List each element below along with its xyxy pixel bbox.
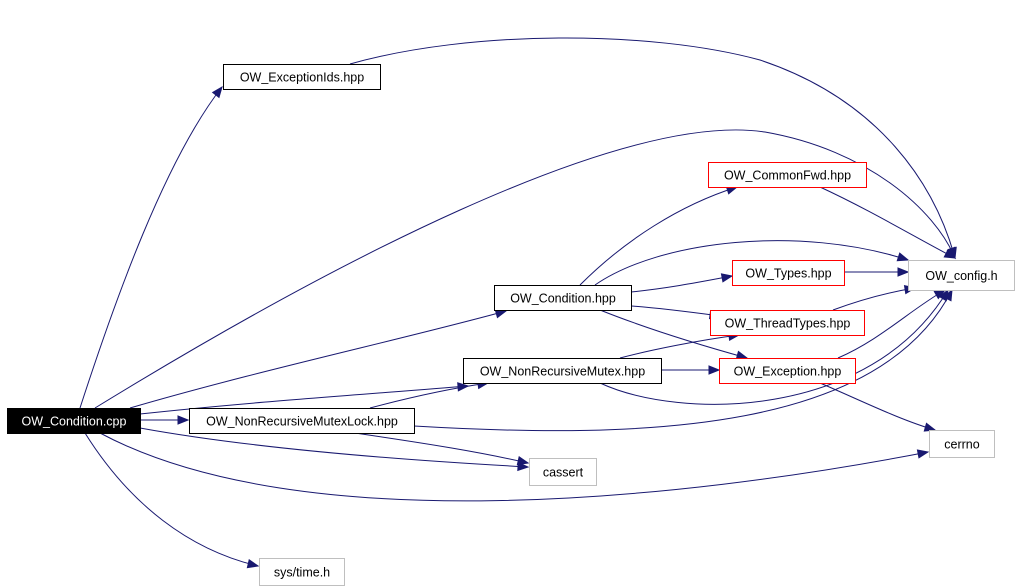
node-label: OW_Condition.cpp — [22, 415, 127, 429]
node-label: cerrno — [944, 438, 979, 452]
node-label: OW_ThreadTypes.hpp — [725, 317, 851, 331]
edge-line — [630, 275, 733, 293]
edge-line — [349, 37, 956, 259]
edge-line — [594, 240, 909, 286]
node-label: OW_Condition.hpp — [510, 292, 616, 306]
node-box — [529, 458, 597, 486]
edge-nrmlock-to-nrmutex — [369, 379, 490, 409]
node-box — [719, 358, 856, 384]
edges-layer — [79, 37, 957, 569]
node-box — [708, 162, 867, 188]
edge-line — [579, 186, 738, 286]
edge-nrmutex-to-exception — [660, 365, 721, 375]
edge-line — [79, 86, 223, 409]
edge-cond-to-exception — [599, 309, 749, 360]
arrowhead-icon — [720, 273, 734, 283]
node-box — [929, 430, 995, 458]
node-box — [908, 260, 1015, 291]
edge-exids-to-config — [349, 37, 957, 260]
arrowhead-icon — [708, 365, 721, 375]
edge-line — [832, 287, 916, 311]
node-box — [7, 408, 141, 434]
arrowhead-icon — [943, 248, 957, 259]
edge-root-to-nrmlock — [139, 415, 190, 425]
edge-line — [837, 289, 946, 359]
edge-line — [99, 432, 929, 502]
node-label: OW_Exception.hpp — [734, 365, 842, 379]
node-label: OW_CommonFwd.hpp — [724, 169, 851, 183]
edge-root-to-cerrno — [99, 432, 930, 502]
node-exids[interactable]: OW_ExceptionIds.hpp — [223, 64, 381, 90]
node-nrmlock[interactable]: OW_NonRecursiveMutexLock.hpp — [189, 408, 415, 434]
edge-line — [819, 382, 936, 431]
edge-line — [354, 432, 529, 464]
arrowhead-icon — [177, 415, 190, 425]
node-label: OW_NonRecursiveMutex.hpp — [480, 365, 645, 379]
edge-nrmlock-to-config — [413, 288, 953, 432]
edge-line — [599, 309, 748, 359]
edge-line — [369, 382, 489, 409]
edge-types-to-config — [844, 267, 910, 277]
arrowhead-icon — [942, 288, 953, 302]
edge-line — [413, 289, 953, 432]
arrowhead-icon — [897, 267, 910, 277]
arrowhead-icon — [916, 449, 930, 459]
edge-threadtypes-to-config — [832, 284, 917, 311]
node-cassert[interactable]: cassert — [529, 458, 597, 486]
node-label: OW_config.h — [925, 269, 997, 283]
arrowhead-icon — [923, 422, 937, 432]
node-label: sys/time.h — [274, 566, 330, 580]
arrowhead-icon — [516, 456, 530, 466]
node-exception[interactable]: OW_Exception.hpp — [719, 358, 856, 384]
node-label: OW_NonRecursiveMutexLock.hpp — [206, 415, 398, 429]
edge-nrmutex-to-config — [599, 288, 949, 405]
node-root[interactable]: OW_Condition.cpp — [7, 408, 141, 434]
node-cerrno[interactable]: cerrno — [929, 430, 995, 458]
arrowhead-icon — [211, 85, 223, 99]
node-systime[interactable]: sys/time.h — [259, 558, 345, 586]
node-box — [259, 558, 345, 586]
edge-cond-to-commonfwd — [579, 185, 739, 286]
node-threadtypes[interactable]: OW_ThreadTypes.hpp — [710, 310, 865, 336]
nodes-layer: OW_Condition.cpp OW_ExceptionIds.hppOW_Co… — [7, 64, 1015, 586]
edge-line — [619, 334, 740, 359]
edge-line — [599, 289, 949, 405]
node-label: OW_ExceptionIds.hpp — [240, 71, 364, 85]
edge-root-to-cassert — [139, 427, 530, 472]
node-commonfwd[interactable]: OW_CommonFwd.hpp — [708, 162, 867, 188]
edge-nrmlock-to-cassert — [354, 432, 530, 466]
edge-nrmutex-to-threadtypes — [619, 331, 741, 359]
edge-line — [129, 310, 507, 409]
node-nrmutex[interactable]: OW_NonRecursiveMutex.hpp — [463, 358, 662, 384]
edge-cond-to-threadtypes — [630, 305, 722, 320]
edge-root-to-systime — [84, 432, 260, 569]
node-box — [732, 260, 845, 286]
edge-root-to-cond — [129, 309, 508, 409]
node-config[interactable]: OW_config.h — [908, 260, 1015, 291]
node-box — [494, 285, 632, 311]
edge-line — [84, 432, 259, 567]
edge-line — [94, 129, 956, 409]
node-box — [223, 64, 381, 90]
edge-line — [630, 305, 721, 317]
edge-line — [139, 385, 469, 415]
node-box — [189, 408, 415, 434]
edge-commonfwd-to-config — [819, 186, 957, 259]
edge-exception-to-cerrno — [819, 382, 937, 432]
node-box — [710, 310, 865, 336]
edge-line — [819, 186, 956, 259]
edge-line — [139, 427, 529, 468]
arrowhead-icon — [246, 558, 260, 569]
node-label: cassert — [543, 466, 584, 480]
edge-root-to-exids — [79, 85, 223, 409]
edge-cond-to-config — [594, 240, 910, 286]
node-label: OW_Types.hpp — [745, 267, 831, 281]
arrowhead-icon — [896, 252, 910, 262]
node-cond[interactable]: OW_Condition.hpp — [494, 285, 632, 311]
node-types[interactable]: OW_Types.hpp — [732, 260, 845, 286]
edge-cond-to-types — [630, 273, 734, 293]
node-box — [463, 358, 662, 384]
